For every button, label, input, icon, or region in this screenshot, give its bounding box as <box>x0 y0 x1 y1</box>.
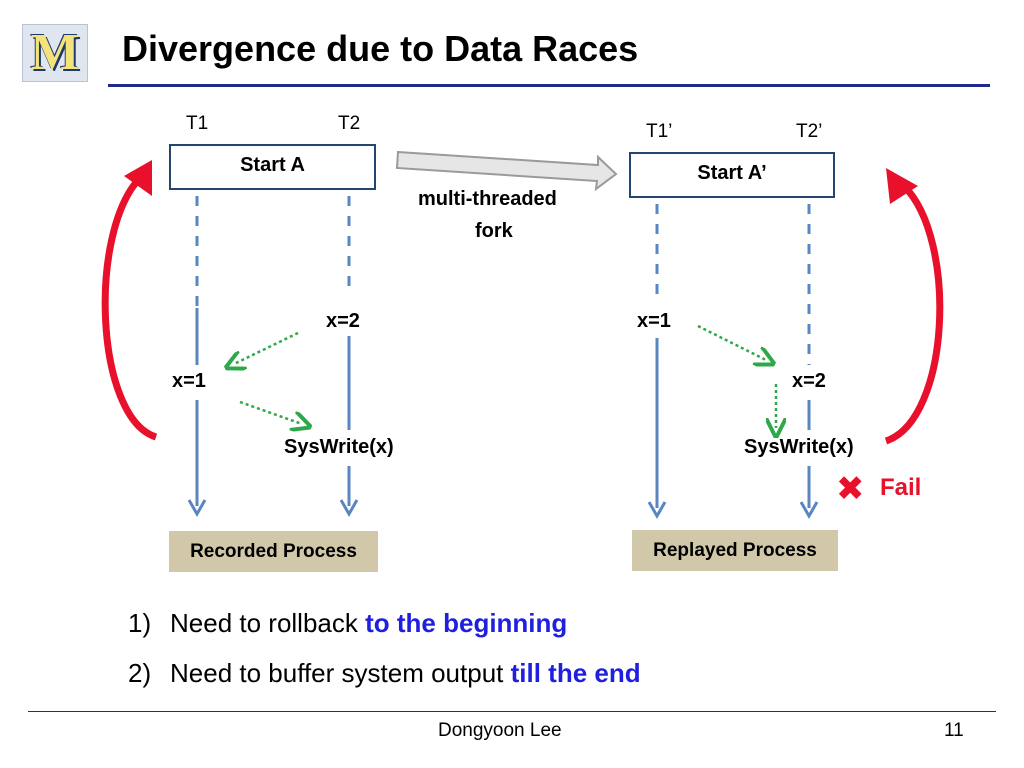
bullet-highlight: till the end <box>510 658 641 688</box>
replayed-thread-t2-line <box>799 204 819 520</box>
replayed-start-box: Start A’ <box>629 152 835 198</box>
bullet-number: 2) <box>128 658 152 688</box>
recorded-thread-t1-line <box>187 196 207 518</box>
bullet-item: 1) Need to rollback to the beginning <box>128 598 641 648</box>
fail-label: Fail <box>880 474 922 501</box>
footer-rule <box>28 711 996 712</box>
fail-cross-icon: ✖ <box>836 470 865 508</box>
bullet-number: 1) <box>128 608 152 638</box>
title-underline <box>108 84 990 87</box>
fork-label-line2: fork <box>475 220 513 242</box>
slide-title: Divergence due to Data Races <box>122 28 639 69</box>
replayed-process-text: Replayed Process <box>653 539 817 561</box>
dep-arrow-replayed-x1-to-x2 <box>697 324 766 360</box>
bullet-list: 1) Need to rollback to the beginning 2) … <box>128 598 641 698</box>
fork-label-line1: multi-threaded <box>418 188 557 210</box>
replayed-syswrite: SysWrite(x) <box>744 436 854 458</box>
rollback-arrow-right <box>884 168 944 445</box>
recorded-start-box: Start A <box>169 144 376 190</box>
bullet-text: Need to buffer system output <box>170 658 511 688</box>
footer-author: Dongyoon Lee <box>438 720 562 741</box>
recorded-thread-t2-line <box>339 196 359 518</box>
slide-number: 11 <box>944 720 964 741</box>
recorded-process-label: Recorded Process <box>169 531 378 572</box>
replayed-write-x2: x=2 <box>792 370 826 392</box>
recorded-process-text: Recorded Process <box>190 540 357 562</box>
replayed-thread-t1-label: T1’ <box>646 121 673 142</box>
bullet-highlight: to the beginning <box>365 608 568 638</box>
replayed-write-x1: x=1 <box>637 310 671 332</box>
replayed-process-label: Replayed Process <box>632 530 838 571</box>
replayed-start-label: Start A’ <box>697 162 767 184</box>
recorded-syswrite: SysWrite(x) <box>284 436 394 458</box>
fork-arrow <box>395 150 618 192</box>
bullet-text: Need to rollback <box>170 608 366 638</box>
recorded-write-x1: x=1 <box>172 370 206 392</box>
rollback-arrow-left <box>101 160 158 441</box>
bullet-item: 2) Need to buffer system output till the… <box>128 648 641 698</box>
recorded-thread-t2-label: T2 <box>338 113 361 134</box>
dep-arrow-recorded-x1-to-syswrite <box>239 400 302 424</box>
university-logo: M <box>22 24 88 82</box>
recorded-write-x2: x=2 <box>326 310 360 332</box>
dep-arrow-recorded-x2-to-x1 <box>234 331 299 364</box>
replayed-thread-t1-line <box>647 204 667 520</box>
replayed-thread-t2-label: T2’ <box>796 121 823 142</box>
recorded-start-label: Start A <box>240 154 305 176</box>
logo-letter: M <box>30 24 80 81</box>
recorded-thread-t1-label: T1 <box>186 113 209 134</box>
